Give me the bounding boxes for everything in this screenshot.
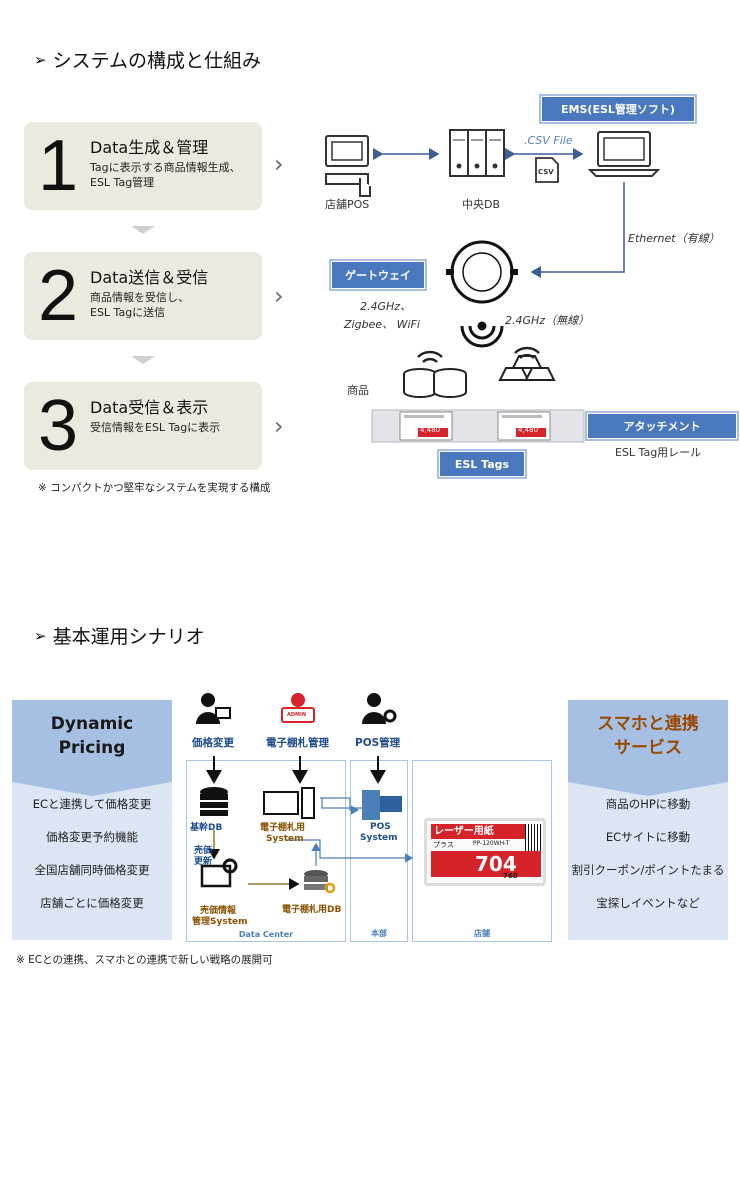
gateway-spec-line1: 2.4GHz、: [360, 300, 412, 313]
esl-db-icon: [304, 870, 336, 894]
panel-item: 全国店舗同時価格変更: [34, 863, 150, 877]
scenario-diagram: [196, 693, 414, 894]
ethernet-label: Ethernet（有線）: [628, 232, 720, 245]
step-desc: Tagに表示する商品情報生成、 ESL Tag管理: [90, 161, 241, 189]
tag-price: 4,480: [420, 426, 441, 434]
gateway-label: ゲートウェイ: [329, 259, 427, 291]
sales-mgmt-line2: 管理System: [192, 917, 248, 927]
panel-title-line1: スマホと連携: [597, 714, 699, 734]
attachment-label: アタッチメント: [585, 411, 739, 441]
system-note: ※ コンパクトかつ堅牢なシステムを実現する構成: [38, 482, 271, 494]
step-title: Data送信＆受信: [90, 268, 209, 287]
esl-tag-icon: [497, 411, 551, 441]
tag-sub-price: 760: [503, 872, 518, 880]
bullet-arrow-icon: ➢: [34, 626, 47, 645]
admin-badge: ADMIN: [287, 712, 307, 718]
step-title: Data生成＆管理: [90, 138, 209, 157]
esl-system-line1: 電子棚札用: [260, 823, 306, 833]
chevron-down-icon: [131, 226, 155, 234]
panel-title-line2: サービス: [614, 738, 682, 758]
panel-item: 店舗ごとに価格変更: [40, 896, 144, 910]
esl-db-label: 電子棚札用DB: [282, 905, 342, 915]
panel-item: 割引クーポン/ポイントたまる: [571, 863, 725, 877]
section-title-system: ➢ システムの構成と仕組み: [34, 50, 262, 72]
panel-item: 価格変更予約機能: [46, 830, 138, 844]
product-bars-icon: [498, 355, 556, 381]
role-price-change: 価格変更: [192, 737, 234, 749]
csv-file-icon: [535, 157, 559, 183]
step-number: 2: [38, 256, 79, 336]
esl-tags-label: ESL Tags: [437, 449, 527, 479]
wifi-icon: [417, 350, 443, 363]
wifi-icon: [514, 346, 540, 359]
tag-price: 704: [475, 852, 517, 876]
chevron-right-icon: ›: [274, 150, 284, 178]
esl-tag-icon: [399, 411, 453, 441]
step-3-box: 3 Data受信＆表示 受信情報をESL Tagに表示: [24, 382, 262, 470]
barcode-icon: [525, 824, 541, 858]
product-label: 商品: [347, 384, 369, 397]
user-gear-icon: [362, 693, 397, 724]
panel-title-line2: Pricing: [58, 738, 126, 758]
smartphone-service-panel: スマホと連携 サービス 商品のHPに移動 ECサイトに移動 割引クーポン/ポイン…: [568, 700, 728, 940]
wireless-label: 2.4GHz（無線）: [505, 314, 590, 327]
tag-price: 4,480: [518, 426, 539, 434]
chevron-right-icon: ›: [274, 412, 284, 440]
central-db-label: 中央DB: [462, 198, 501, 211]
step-number: 3: [38, 386, 79, 466]
panel-item: 商品のHPに移動: [605, 797, 691, 811]
sales-update-line2: 更新: [194, 857, 213, 867]
role-pos-admin: POS管理: [355, 737, 401, 749]
esl-tag-display: レーザー用紙 プラス PP-120WH-T 704 760: [424, 818, 546, 886]
pos-system-line1: POS: [370, 822, 391, 832]
store-pos-icon: [325, 135, 371, 197]
system-diagram: [325, 129, 661, 443]
rail-label: ESL Tag用レール: [615, 446, 702, 459]
tag-product-name: レーザー用紙: [431, 824, 525, 839]
tag-code: PP-120WH-T: [473, 840, 510, 847]
ems-laptop-icon: [587, 131, 661, 177]
step-1-box: 1 Data生成＆管理 Tagに表示する商品情報生成、 ESL Tag管理: [24, 122, 262, 210]
step-desc: 商品情報を受信し、 ESL Tagに送信: [90, 291, 189, 319]
panel-item: ECと連携して価格変更: [32, 797, 152, 811]
step-number: 1: [38, 126, 79, 206]
user-computer-icon: [196, 693, 231, 724]
wireless-icon: [460, 321, 504, 348]
step-2-box: 2 Data送信＆受信 商品情報を受信し、 ESL Tagに送信: [24, 252, 262, 340]
chevron-right-icon: ›: [274, 282, 284, 310]
core-db-icon: [200, 787, 228, 816]
section-title-scenario: ➢ 基本運用シナリオ: [34, 626, 205, 648]
panel-item: ECサイトに移動: [605, 830, 691, 844]
ems-label: EMS(ESL管理ソフト): [539, 94, 697, 124]
tag-brand: プラス: [433, 841, 454, 849]
gateway-spec-line2: Zigbee、 WiFi: [344, 318, 420, 331]
role-esl-admin: 電子棚札管理: [266, 737, 329, 749]
product-coins-icon: [403, 368, 467, 398]
step-title: Data受信＆表示: [90, 398, 209, 417]
sales-update-line1: 売価: [194, 846, 213, 856]
bullet-arrow-icon: ➢: [34, 50, 47, 69]
zone-data-center: Data Center: [186, 760, 346, 942]
csv-icon-text: CSV: [538, 168, 554, 176]
dynamic-pricing-panel: Dynamic Pricing ECと連携して価格変更 価格変更予約機能 全国店…: [12, 700, 172, 940]
central-db-icon: [449, 129, 505, 177]
scenario-note: ※ ECとの連携、スマホとの連携で新しい戦略の展開可: [16, 954, 273, 966]
pos-system-line2: System: [360, 833, 398, 843]
step-desc: 受信情報をESL Tagに表示: [90, 421, 221, 434]
core-db-label: 基幹DB: [190, 823, 223, 833]
admin-user-icon: [281, 693, 315, 723]
sales-mgmt-line1: 売価情報: [200, 906, 237, 916]
chevron-down-icon: [131, 356, 155, 364]
esl-system-icon: [263, 787, 315, 819]
pos-server-icon: [362, 790, 402, 820]
panel-item: 宝探しイベントなど: [596, 896, 700, 910]
panel-title-line1: Dynamic: [50, 714, 134, 734]
csv-file-label: .CSV File: [524, 134, 573, 147]
esl-system-line2: System: [266, 834, 304, 844]
sales-mgmt-icon: [200, 858, 238, 888]
store-pos-label: 店舗POS: [325, 198, 370, 211]
gateway-icon: [446, 240, 518, 304]
zone-store: 店舗: [412, 760, 552, 942]
